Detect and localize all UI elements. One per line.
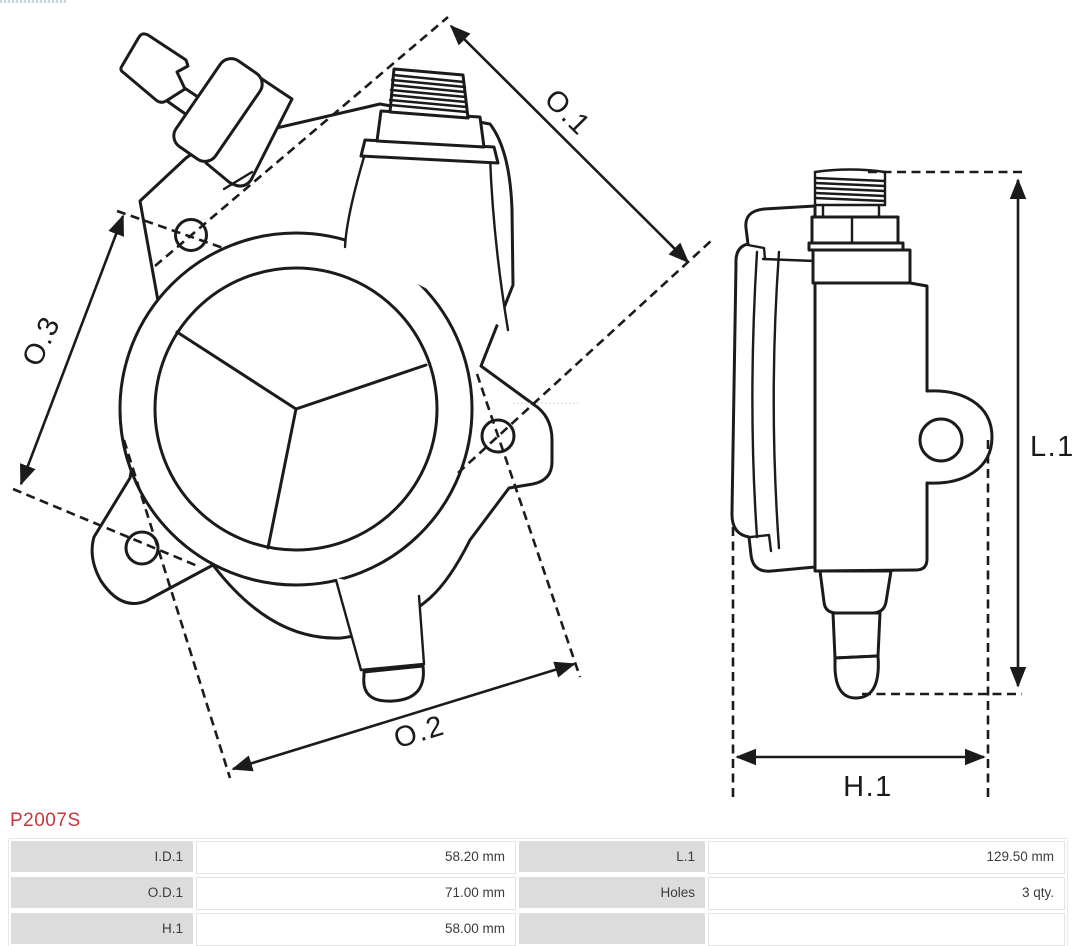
spec-label xyxy=(519,913,705,944)
centerlines xyxy=(12,16,713,779)
label-o1: O.1 xyxy=(538,83,597,142)
side-ear-hole xyxy=(918,417,964,463)
side-centerlines xyxy=(731,170,1022,800)
side-nozzle xyxy=(818,569,893,700)
spec-value: 129.50 mm xyxy=(708,841,1065,874)
side-fitting xyxy=(807,168,912,285)
connector-face xyxy=(204,77,294,188)
front-view-drawing: O.1 O.2 O.3 xyxy=(12,16,713,779)
side-view-drawing: L.1 H.1 xyxy=(730,168,1075,800)
connector-block xyxy=(172,57,264,163)
dimension-line-o2 xyxy=(231,661,576,772)
technical-drawing: O.1 O.2 O.3 xyxy=(12,16,1075,800)
part-number: P2007S xyxy=(10,810,81,831)
spec-label: H.1 xyxy=(11,913,193,944)
cover-spokes xyxy=(175,330,428,550)
spec-label: L.1 xyxy=(519,841,705,872)
spec-label: I.D.1 xyxy=(11,841,193,872)
dimension-line-o1 xyxy=(449,24,690,264)
connector-plug xyxy=(119,32,190,104)
outlet-nozzle xyxy=(334,578,426,703)
nozzle-cap xyxy=(362,664,425,703)
part-header: P2007S xyxy=(10,810,1076,832)
spec-value: 3 qty. xyxy=(708,877,1065,910)
side-nut xyxy=(810,215,900,245)
label-l1: L.1 xyxy=(1030,431,1075,463)
label-o2: O.2 xyxy=(390,710,448,756)
dimension-line-o3 xyxy=(19,214,125,486)
spec-label: O.D.1 xyxy=(11,877,193,908)
spec-value: 58.00 mm xyxy=(196,913,516,946)
spec-value: 58.20 mm xyxy=(196,841,516,874)
spec-table: I.D.1 58.20 mm L.1 129.50 mm O.D.1 71.00… xyxy=(8,838,1068,946)
top-left-artifact xyxy=(0,0,66,3)
spec-value xyxy=(708,913,1065,946)
side-block xyxy=(811,248,912,285)
side-body xyxy=(813,281,994,573)
label-h1: H.1 xyxy=(843,771,893,800)
spec-value: 71.00 mm xyxy=(196,877,516,910)
label-o3: O.3 xyxy=(17,311,68,371)
side-threads xyxy=(813,168,887,207)
side-bracket xyxy=(730,204,817,573)
spec-label: Holes xyxy=(519,877,705,908)
connector xyxy=(119,32,294,191)
